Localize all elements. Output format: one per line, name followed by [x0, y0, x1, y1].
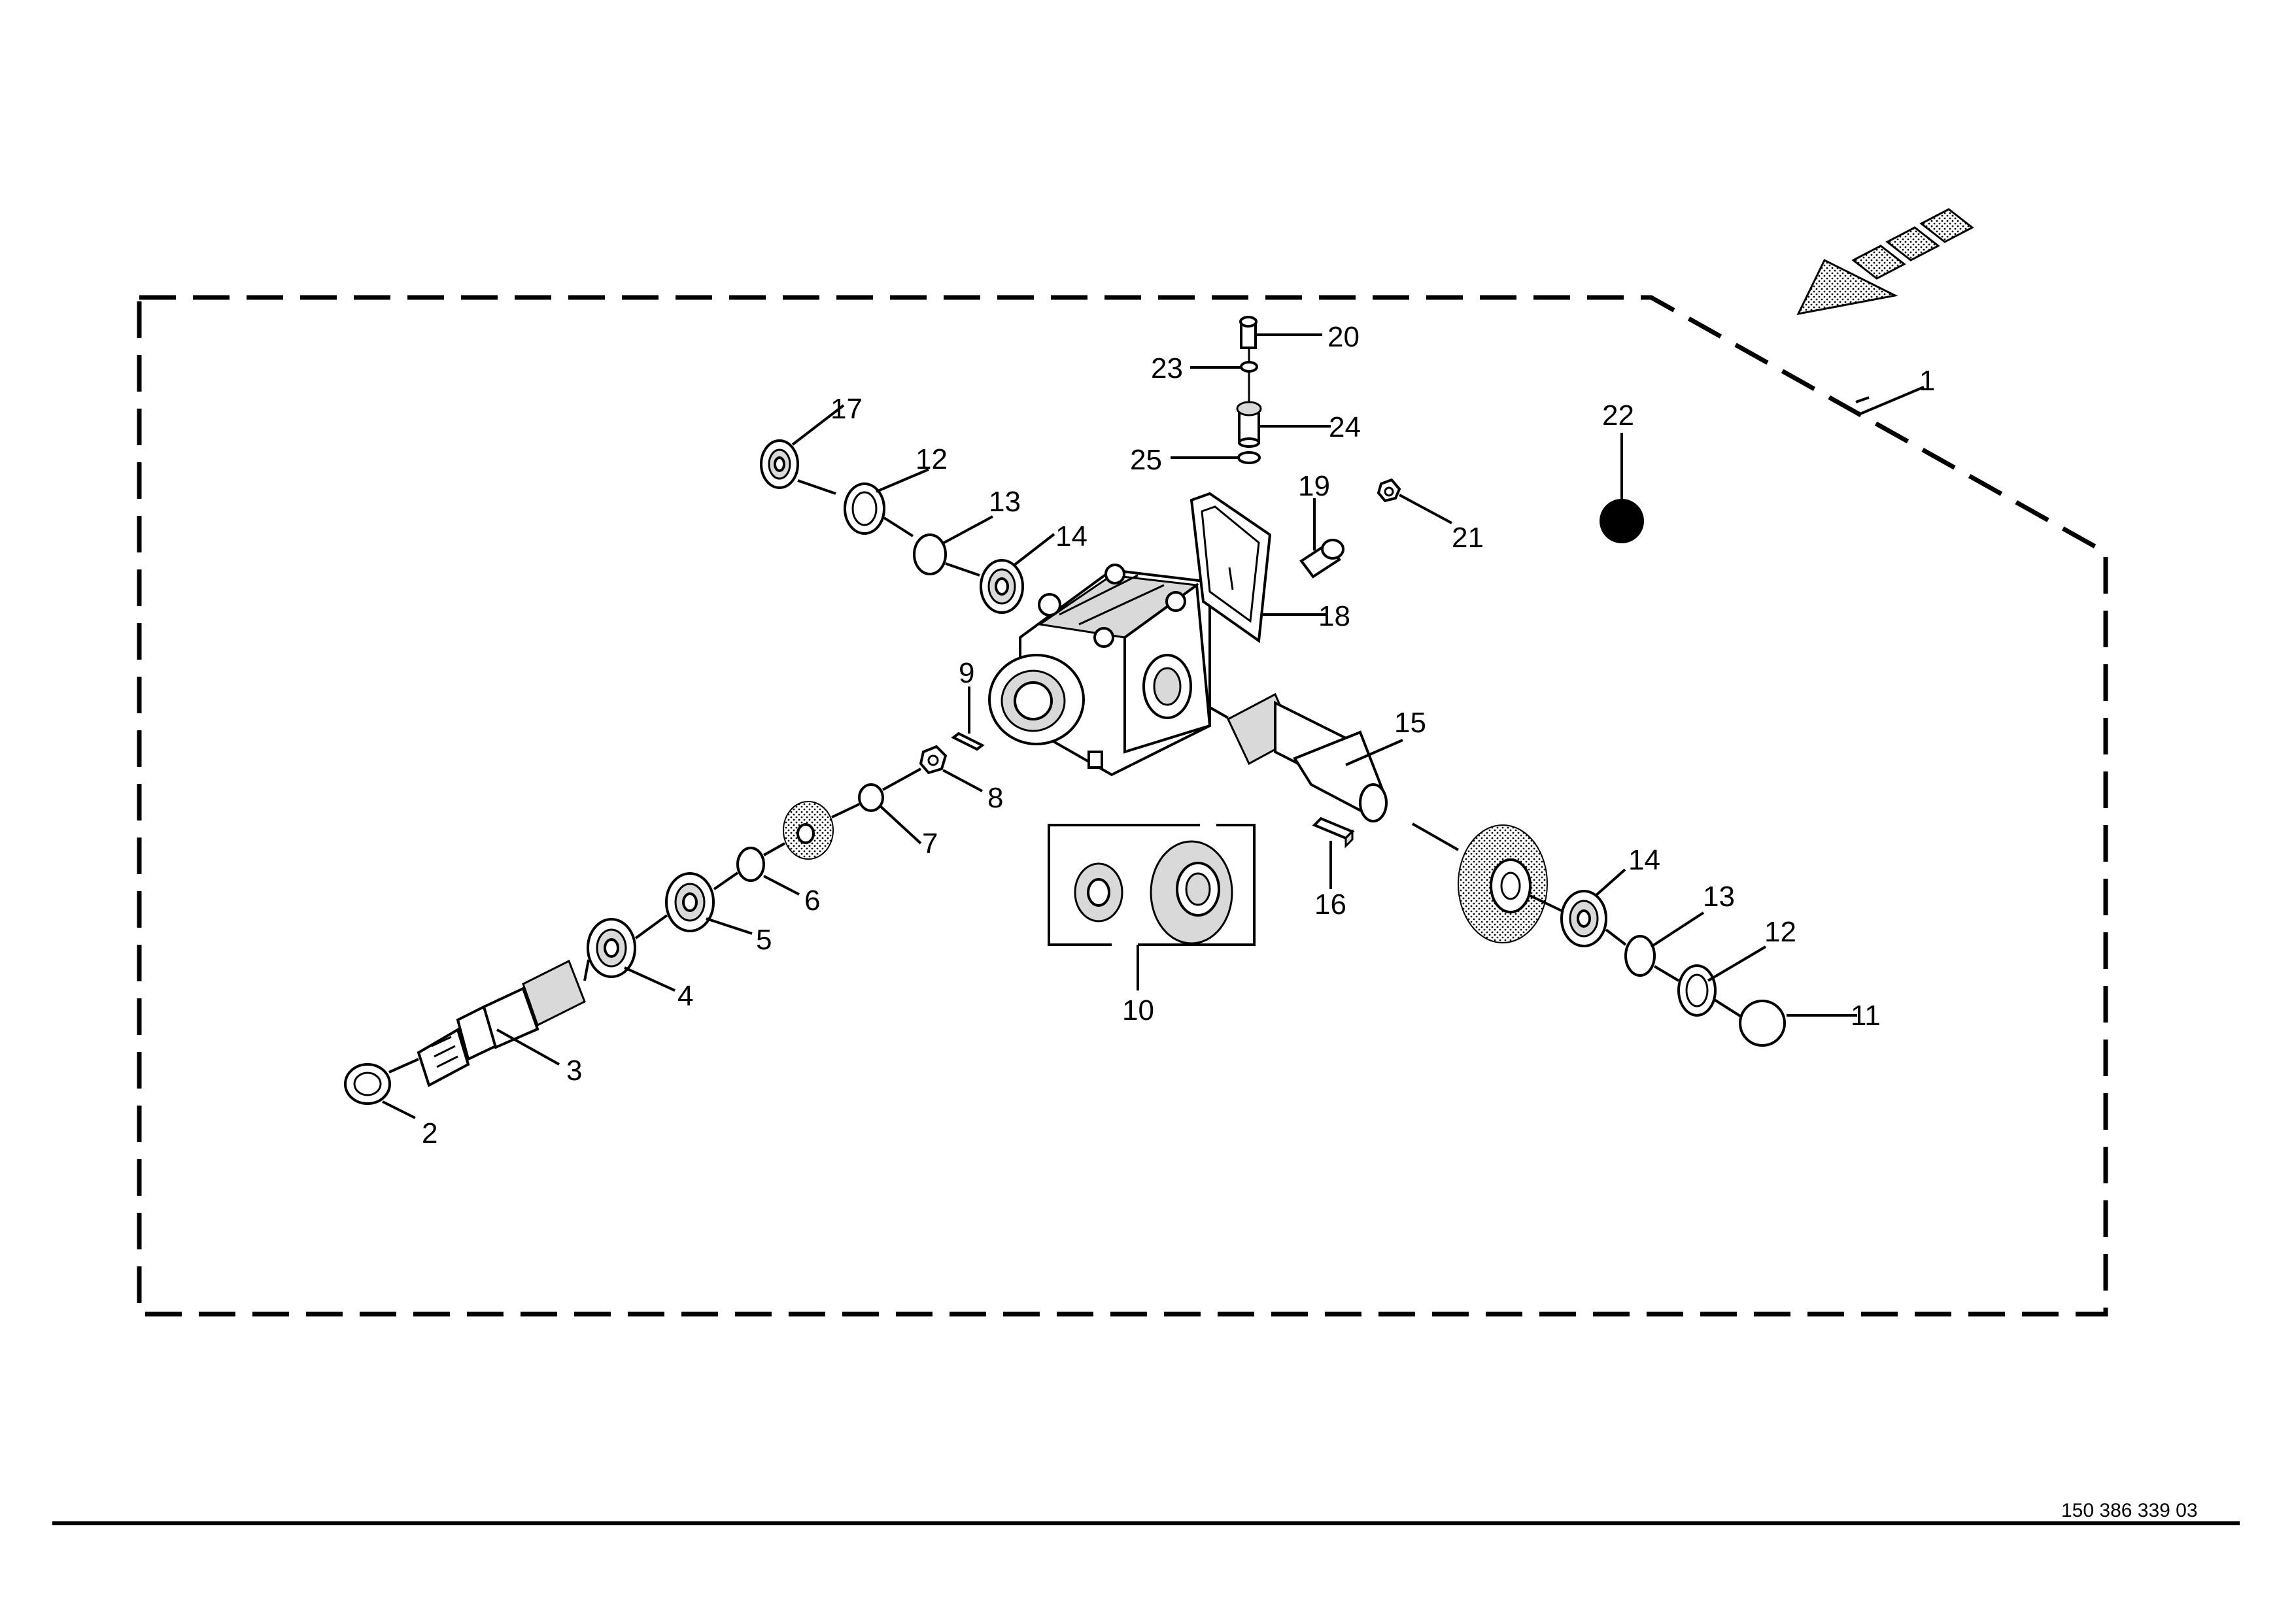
callout-25: 25 — [1130, 444, 1162, 476]
callout-19: 19 — [1298, 470, 1330, 502]
callout-23: 23 — [1151, 352, 1183, 384]
part-9-key — [951, 732, 985, 751]
part-20-breather — [1239, 316, 1258, 349]
callout-12-top: 12 — [916, 443, 948, 475]
callout-4: 4 — [677, 980, 693, 1012]
callout-13-bottom: 13 — [1703, 881, 1735, 913]
document-number: 150 386 339 03 — [2061, 1500, 2198, 1521]
callout-14-top: 14 — [1055, 520, 1087, 552]
part-17-seal — [760, 439, 799, 489]
part-10-gear-set — [1048, 824, 1256, 990]
callout-15: 15 — [1394, 707, 1426, 739]
part-12-ring-top — [844, 482, 885, 535]
leader-lines — [382, 333, 1925, 1119]
callout-2: 2 — [422, 1117, 437, 1149]
part-13-ring-top — [913, 533, 947, 575]
part-pinion — [783, 801, 834, 860]
callout-12-bottom: 12 — [1764, 916, 1796, 948]
part-3-shaft — [417, 959, 586, 1087]
part-12-ring-bottom — [1677, 964, 1717, 1017]
callout-17: 17 — [830, 393, 863, 425]
callout-10: 10 — [1122, 994, 1154, 1026]
callout-20: 20 — [1327, 321, 1360, 353]
callout-11: 11 — [1851, 1000, 1881, 1032]
part-21-plug — [1377, 478, 1401, 503]
part-2-ring — [344, 1063, 391, 1105]
callout-13-top: 13 — [989, 486, 1021, 518]
callout-7: 7 — [922, 828, 938, 860]
callout-5: 5 — [756, 924, 772, 956]
part-13-ring-bottom — [1624, 935, 1656, 977]
callout-3: 3 — [566, 1055, 582, 1087]
filled-circle-icon — [1600, 499, 1644, 543]
part-7-ring — [858, 783, 884, 812]
part-6-ring — [736, 847, 765, 882]
part-16-key — [1312, 817, 1355, 849]
callout-6: 6 — [804, 885, 820, 917]
callout-14-bottom: 14 — [1628, 844, 1660, 876]
callout-1: 1 — [1919, 365, 1935, 397]
gearbox-housing — [988, 564, 1212, 777]
part-11-cap — [1739, 1000, 1786, 1047]
part-23-washer — [1240, 361, 1258, 373]
callout-9: 9 — [959, 657, 974, 689]
part-14-bearing-top — [980, 559, 1024, 614]
callout-18: 18 — [1318, 600, 1350, 632]
callout-16: 16 — [1314, 888, 1346, 921]
part-5-bearing — [665, 872, 715, 932]
assembly-boundary — [137, 295, 2108, 1317]
part-8-nut — [919, 745, 948, 775]
part-4-bearing — [587, 918, 636, 978]
assembly-axis-lines — [388, 348, 1741, 1074]
part-25-seal-ring — [1237, 451, 1261, 464]
callout-22: 22 — [1602, 399, 1634, 431]
part-24-reducer — [1236, 401, 1262, 448]
direction-arrow-icon — [1796, 208, 1974, 316]
part-14-bearing-bottom — [1560, 890, 1607, 947]
callout-24: 24 — [1329, 411, 1361, 443]
callout-labels: 1 2 3 4 5 6 7 8 9 10 11 12 12 13 13 14 1… — [422, 321, 1935, 1149]
part-15-shaft — [1227, 692, 1388, 822]
callout-8: 8 — [987, 782, 1003, 814]
part-large-gear — [1458, 824, 1548, 943]
part-18-cover-plate — [1190, 492, 1272, 643]
callout-21: 21 — [1452, 522, 1484, 554]
part-19-bolt — [1299, 539, 1344, 579]
